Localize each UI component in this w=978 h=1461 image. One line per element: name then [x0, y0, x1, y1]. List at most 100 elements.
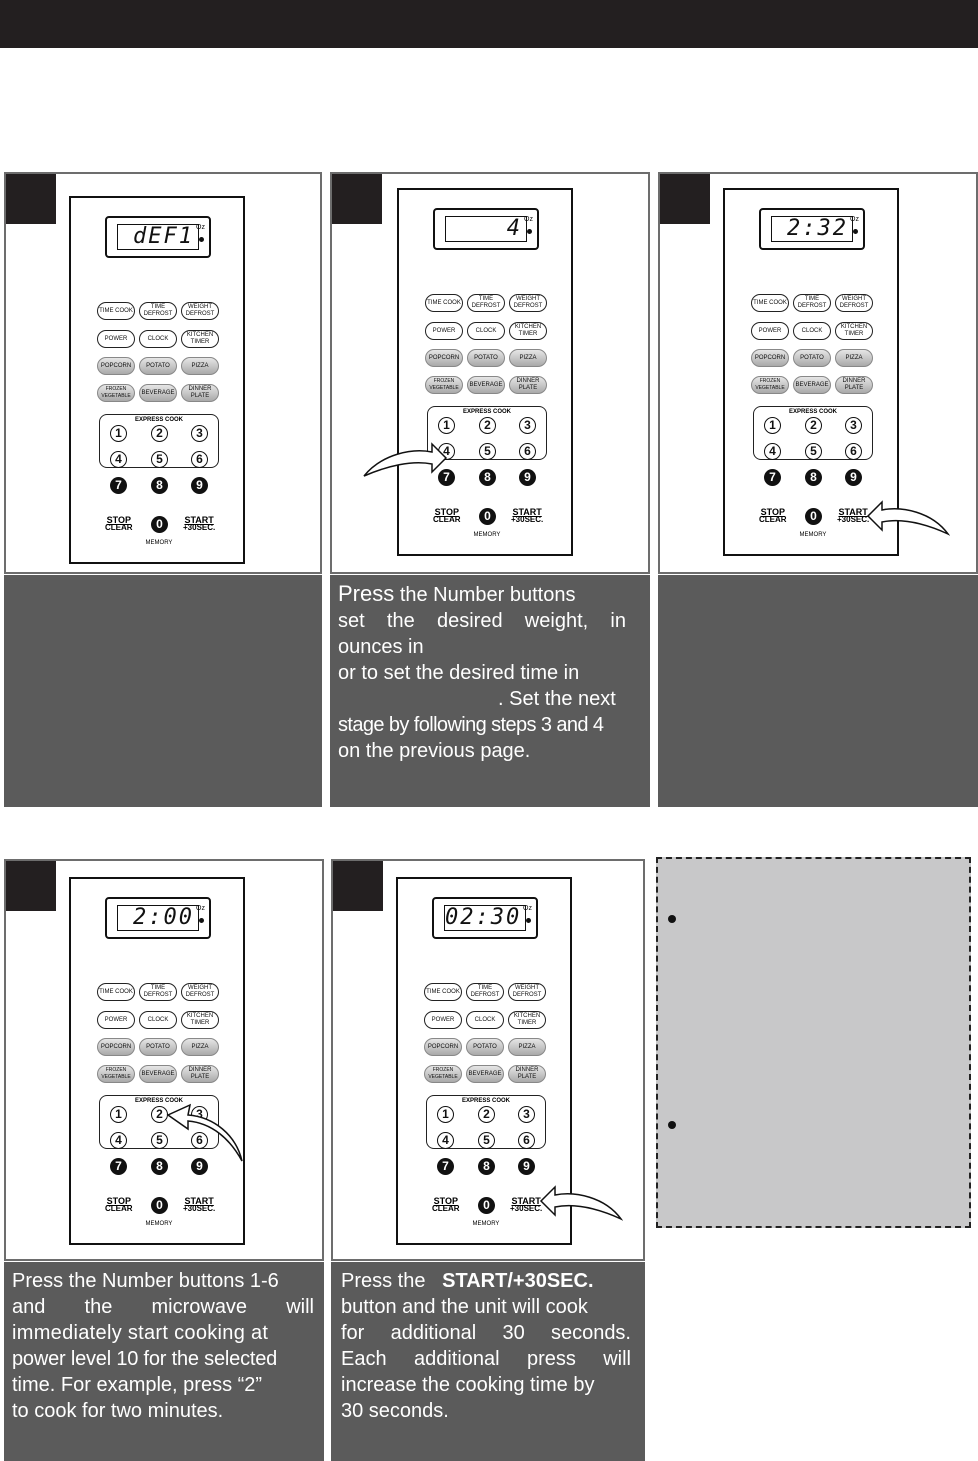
number-7-button[interactable]: 7	[764, 469, 781, 486]
number-8-button[interactable]: 8	[151, 477, 168, 494]
clock-button[interactable]: CLOCK	[466, 1011, 504, 1029]
number-8-button[interactable]: 8	[151, 1158, 168, 1175]
number-6-button[interactable]: 6	[845, 443, 862, 460]
dinner-plate-button[interactable]: DINNER PLATE	[835, 376, 873, 394]
time-defrost-button[interactable]: TIME DEFROST	[139, 302, 177, 320]
time-cook-button[interactable]: TIME COOK	[97, 983, 135, 1001]
number-2-button[interactable]: 2	[478, 1106, 495, 1123]
number-9-button[interactable]: 9	[191, 477, 208, 494]
clock-button[interactable]: CLOCK	[139, 1011, 177, 1029]
potato-button[interactable]: POTATO	[466, 1038, 504, 1056]
number-3-button[interactable]: 3	[845, 417, 862, 434]
start-30sec-button[interactable]: START +30SEC.	[510, 1197, 542, 1213]
kitchen-timer-button[interactable]: KITCHEN TIMER	[508, 1011, 546, 1029]
frozen-vegetable-button[interactable]: FROZEN VEGETABLE	[97, 384, 135, 402]
number-5-button[interactable]: 5	[151, 1132, 168, 1149]
power-button[interactable]: POWER	[424, 1011, 462, 1029]
beverage-button[interactable]: BEVERAGE	[139, 1065, 177, 1083]
stop-clear-button[interactable]: STOP CLEAR	[105, 516, 133, 532]
start-30sec-button[interactable]: START +30SEC.	[183, 1197, 215, 1213]
stop-clear-button[interactable]: STOP CLEAR	[105, 1197, 133, 1213]
potato-button[interactable]: POTATO	[793, 349, 831, 367]
dinner-plate-button[interactable]: DINNER PLATE	[181, 384, 219, 402]
frozen-vegetable-button[interactable]: FROZEN VEGETABLE	[751, 376, 789, 394]
number-0-button[interactable]: 0	[151, 516, 168, 533]
potato-button[interactable]: POTATO	[467, 349, 505, 367]
number-6-button[interactable]: 6	[191, 451, 208, 468]
time-defrost-button[interactable]: TIME DEFROST	[466, 983, 504, 1001]
time-cook-button[interactable]: TIME COOK	[751, 294, 789, 312]
number-9-button[interactable]: 9	[191, 1158, 208, 1175]
weight-defrost-button[interactable]: WEIGHT DEFROST	[835, 294, 873, 312]
frozen-vegetable-button[interactable]: FROZEN VEGETABLE	[425, 376, 463, 394]
start-30sec-button[interactable]: START +30SEC.	[183, 516, 215, 532]
potato-button[interactable]: POTATO	[139, 357, 177, 375]
number-4-button[interactable]: 4	[110, 1132, 127, 1149]
kitchen-timer-button[interactable]: KITCHEN TIMER	[509, 322, 547, 340]
number-0-button[interactable]: 0	[151, 1197, 168, 1214]
potato-button[interactable]: POTATO	[139, 1038, 177, 1056]
number-5-button[interactable]: 5	[478, 1132, 495, 1149]
weight-defrost-button[interactable]: WEIGHT DEFROST	[508, 983, 546, 1001]
number-2-button[interactable]: 2	[151, 425, 168, 442]
time-defrost-button[interactable]: TIME DEFROST	[467, 294, 505, 312]
pizza-button[interactable]: PIZZA	[181, 357, 219, 375]
kitchen-timer-button[interactable]: KITCHEN TIMER	[835, 322, 873, 340]
time-cook-button[interactable]: TIME COOK	[97, 302, 135, 320]
number-6-button[interactable]: 6	[518, 1132, 535, 1149]
number-7-button[interactable]: 7	[438, 469, 455, 486]
beverage-button[interactable]: BEVERAGE	[467, 376, 505, 394]
number-3-button[interactable]: 3	[191, 425, 208, 442]
kitchen-timer-button[interactable]: KITCHEN TIMER	[181, 1011, 219, 1029]
dinner-plate-button[interactable]: DINNER PLATE	[509, 376, 547, 394]
number-9-button[interactable]: 9	[518, 1158, 535, 1175]
popcorn-button[interactable]: POPCORN	[424, 1038, 462, 1056]
number-4-button[interactable]: 4	[764, 443, 781, 460]
number-1-button[interactable]: 1	[764, 417, 781, 434]
weight-defrost-button[interactable]: WEIGHT DEFROST	[181, 302, 219, 320]
dinner-plate-button[interactable]: DINNER PLATE	[181, 1065, 219, 1083]
number-9-button[interactable]: 9	[845, 469, 862, 486]
number-4-button[interactable]: 4	[110, 451, 127, 468]
number-7-button[interactable]: 7	[110, 477, 127, 494]
number-5-button[interactable]: 5	[151, 451, 168, 468]
pizza-button[interactable]: PIZZA	[508, 1038, 546, 1056]
frozen-vegetable-button[interactable]: FROZEN VEGETABLE	[424, 1065, 462, 1083]
number-2-button[interactable]: 2	[479, 417, 496, 434]
number-1-button[interactable]: 1	[110, 1106, 127, 1123]
number-0-button[interactable]: 0	[478, 1197, 495, 1214]
popcorn-button[interactable]: POPCORN	[97, 1038, 135, 1056]
clock-button[interactable]: CLOCK	[793, 322, 831, 340]
number-3-button[interactable]: 3	[519, 417, 536, 434]
number-8-button[interactable]: 8	[805, 469, 822, 486]
number-0-button[interactable]: 0	[479, 508, 496, 525]
number-7-button[interactable]: 7	[110, 1158, 127, 1175]
number-6-button[interactable]: 6	[191, 1132, 208, 1149]
beverage-button[interactable]: BEVERAGE	[466, 1065, 504, 1083]
number-1-button[interactable]: 1	[438, 417, 455, 434]
start-30sec-button[interactable]: START +30SEC.	[837, 508, 869, 524]
number-5-button[interactable]: 5	[805, 443, 822, 460]
popcorn-button[interactable]: POPCORN	[751, 349, 789, 367]
power-button[interactable]: POWER	[751, 322, 789, 340]
pizza-button[interactable]: PIZZA	[509, 349, 547, 367]
time-cook-button[interactable]: TIME COOK	[425, 294, 463, 312]
number-5-button[interactable]: 5	[479, 443, 496, 460]
number-9-button[interactable]: 9	[519, 469, 536, 486]
clock-button[interactable]: CLOCK	[467, 322, 505, 340]
power-button[interactable]: POWER	[425, 322, 463, 340]
popcorn-button[interactable]: POPCORN	[97, 357, 135, 375]
number-7-button[interactable]: 7	[437, 1158, 454, 1175]
number-1-button[interactable]: 1	[437, 1106, 454, 1123]
frozen-vegetable-button[interactable]: FROZEN VEGETABLE	[97, 1065, 135, 1083]
number-8-button[interactable]: 8	[479, 469, 496, 486]
number-0-button[interactable]: 0	[805, 508, 822, 525]
stop-clear-button[interactable]: STOP CLEAR	[433, 508, 461, 524]
stop-clear-button[interactable]: STOP CLEAR	[432, 1197, 460, 1213]
weight-defrost-button[interactable]: WEIGHT DEFROST	[509, 294, 547, 312]
time-cook-button[interactable]: TIME COOK	[424, 983, 462, 1001]
number-1-button[interactable]: 1	[110, 425, 127, 442]
popcorn-button[interactable]: POPCORN	[425, 349, 463, 367]
kitchen-timer-button[interactable]: KITCHEN TIMER	[181, 330, 219, 348]
number-8-button[interactable]: 8	[478, 1158, 495, 1175]
